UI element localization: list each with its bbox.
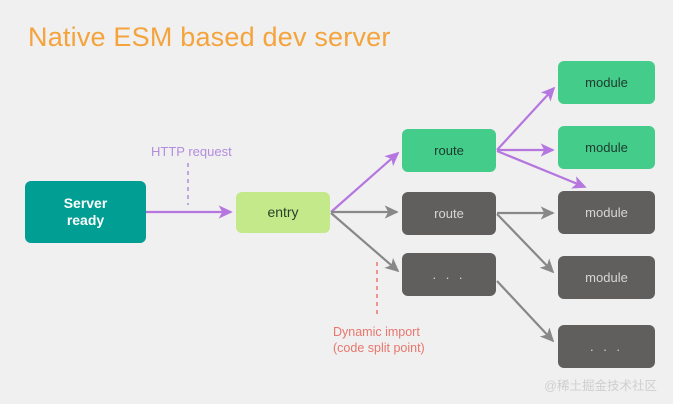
dynamic-import-line1: Dynamic import — [333, 325, 420, 339]
node-entry-label: entry — [267, 204, 299, 221]
node-route-2[interactable]: route — [402, 192, 496, 235]
edge-entry-to-dots1 — [330, 212, 400, 273]
server-label-line1: Server — [63, 195, 108, 212]
node-dots-1-label: . . . — [432, 266, 466, 282]
node-module-4[interactable]: module — [558, 256, 655, 299]
node-module-3[interactable]: module — [558, 191, 655, 234]
edge-route1-to-module3 — [496, 149, 587, 189]
node-dots-1[interactable]: . . . — [402, 253, 496, 296]
edge-entry-to-route1 — [330, 151, 400, 213]
node-module-2-label: module — [585, 139, 628, 155]
node-route-2-label: route — [434, 205, 464, 221]
node-module-2[interactable]: module — [558, 126, 655, 169]
node-module-4-label: module — [585, 269, 628, 285]
edge-route2-to-module4 — [496, 213, 555, 274]
node-route-1-label: route — [434, 142, 464, 158]
edge-dots1-to-dots2 — [496, 280, 555, 343]
node-entry[interactable]: entry — [236, 192, 330, 233]
dynamic-import-label: Dynamic import (code split point) — [333, 324, 425, 357]
node-module-1-label: module — [585, 74, 628, 90]
http-request-label: HTTP request — [151, 144, 232, 159]
page-title: Native ESM based dev server — [28, 22, 391, 52]
node-server-ready[interactable]: Server ready — [25, 181, 146, 243]
node-module-3-label: module — [585, 204, 628, 220]
dynamic-import-line2: (code split point) — [333, 341, 425, 356]
server-label-line2: ready — [66, 212, 105, 228]
edge-route1-to-module1 — [496, 86, 556, 151]
watermark: @稀土掘金技术社区 — [544, 379, 657, 393]
node-dots-2-label: . . . — [589, 338, 624, 354]
node-route-1[interactable]: route — [402, 129, 496, 172]
node-module-1[interactable]: module — [558, 61, 655, 104]
node-dots-2[interactable]: . . . — [558, 325, 655, 368]
node-server-ready-label: Server ready — [64, 195, 108, 228]
